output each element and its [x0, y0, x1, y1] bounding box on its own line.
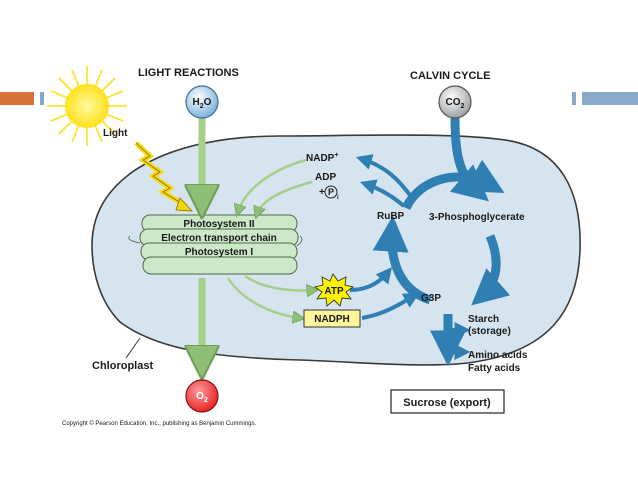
atp-to-cycle-arrow	[349, 267, 392, 292]
fatty-acids-label: Fatty acids	[468, 363, 521, 374]
calvin-cycle-arrows	[372, 117, 511, 367]
light-reactions-header: LIGHT REACTIONS	[138, 67, 239, 79]
copyright-text: Copyright © Pearson Education, Inc., pub…	[62, 420, 257, 427]
pi-p-label: P	[328, 187, 334, 197]
thylakoid-label-ps1: Photosystem I	[185, 247, 254, 258]
rubp-to-pga-arc	[401, 159, 505, 211]
to-nadp-arrow	[355, 154, 414, 200]
adp-to-thylakoid-arrow	[257, 180, 313, 214]
slide-accent-bar-left	[0, 92, 34, 105]
g3p-label: G3P	[421, 293, 441, 304]
nadph-box	[303, 309, 361, 328]
storage-label: (storage)	[468, 326, 511, 337]
adp-label: ADP	[315, 172, 336, 183]
pi-plus-label: +	[319, 187, 325, 198]
g3p-to-rubp-arc	[372, 215, 432, 305]
thylakoid-to-atp-arrow	[244, 274, 314, 290]
light-lightning-outline	[135, 142, 187, 207]
chloroplast-label: Chloroplast	[92, 360, 153, 372]
light-label: Light	[103, 128, 128, 139]
sucrose-label: Sucrose (export)	[403, 397, 491, 409]
amino-acids-label: Amino acids	[468, 350, 528, 361]
co2-label: CO2	[446, 97, 465, 110]
thylakoid-label-ps2: Photosystem II	[183, 219, 254, 230]
chloroplast-pointer-line	[125, 337, 141, 359]
pi-circle	[324, 185, 338, 199]
starch-label: Starch	[468, 314, 499, 325]
light-arrowhead-icon	[175, 197, 193, 212]
calvin-cycle-header: CALVIN CYCLE	[410, 70, 490, 82]
atp-label: ATP	[324, 286, 344, 297]
o2-label: O2	[196, 391, 208, 404]
nadph-to-cycle-arrow	[361, 292, 420, 320]
slide-accent-bar-right	[582, 92, 638, 105]
pi-sub-label: i	[337, 195, 339, 201]
thylakoid-to-nadph-arrow	[226, 277, 300, 318]
h2o-ball	[185, 85, 219, 119]
pga-to-g3p-arc	[471, 234, 511, 306]
rubp-label: RuBP	[377, 211, 405, 222]
nadp-label: NADP+	[306, 152, 338, 164]
slide-accent-tick-right	[572, 92, 576, 105]
co2-ball	[438, 85, 472, 119]
o2-ball	[185, 379, 219, 413]
thylakoid-stack	[128, 214, 303, 275]
sucrose-box	[390, 389, 505, 414]
slide-accent-tick-left	[40, 92, 44, 105]
sun-icon	[47, 66, 127, 146]
pga-label: 3-Phosphoglycerate	[429, 212, 525, 223]
thylakoid-label-etc: Electron transport chain	[161, 233, 277, 244]
to-adp-arrow	[359, 179, 406, 208]
nadph-label: NADPH	[314, 314, 350, 325]
nadp-to-thylakoid-arrow	[238, 158, 307, 212]
atp-starburst	[313, 273, 355, 307]
h2o-label: H2O	[193, 97, 212, 110]
